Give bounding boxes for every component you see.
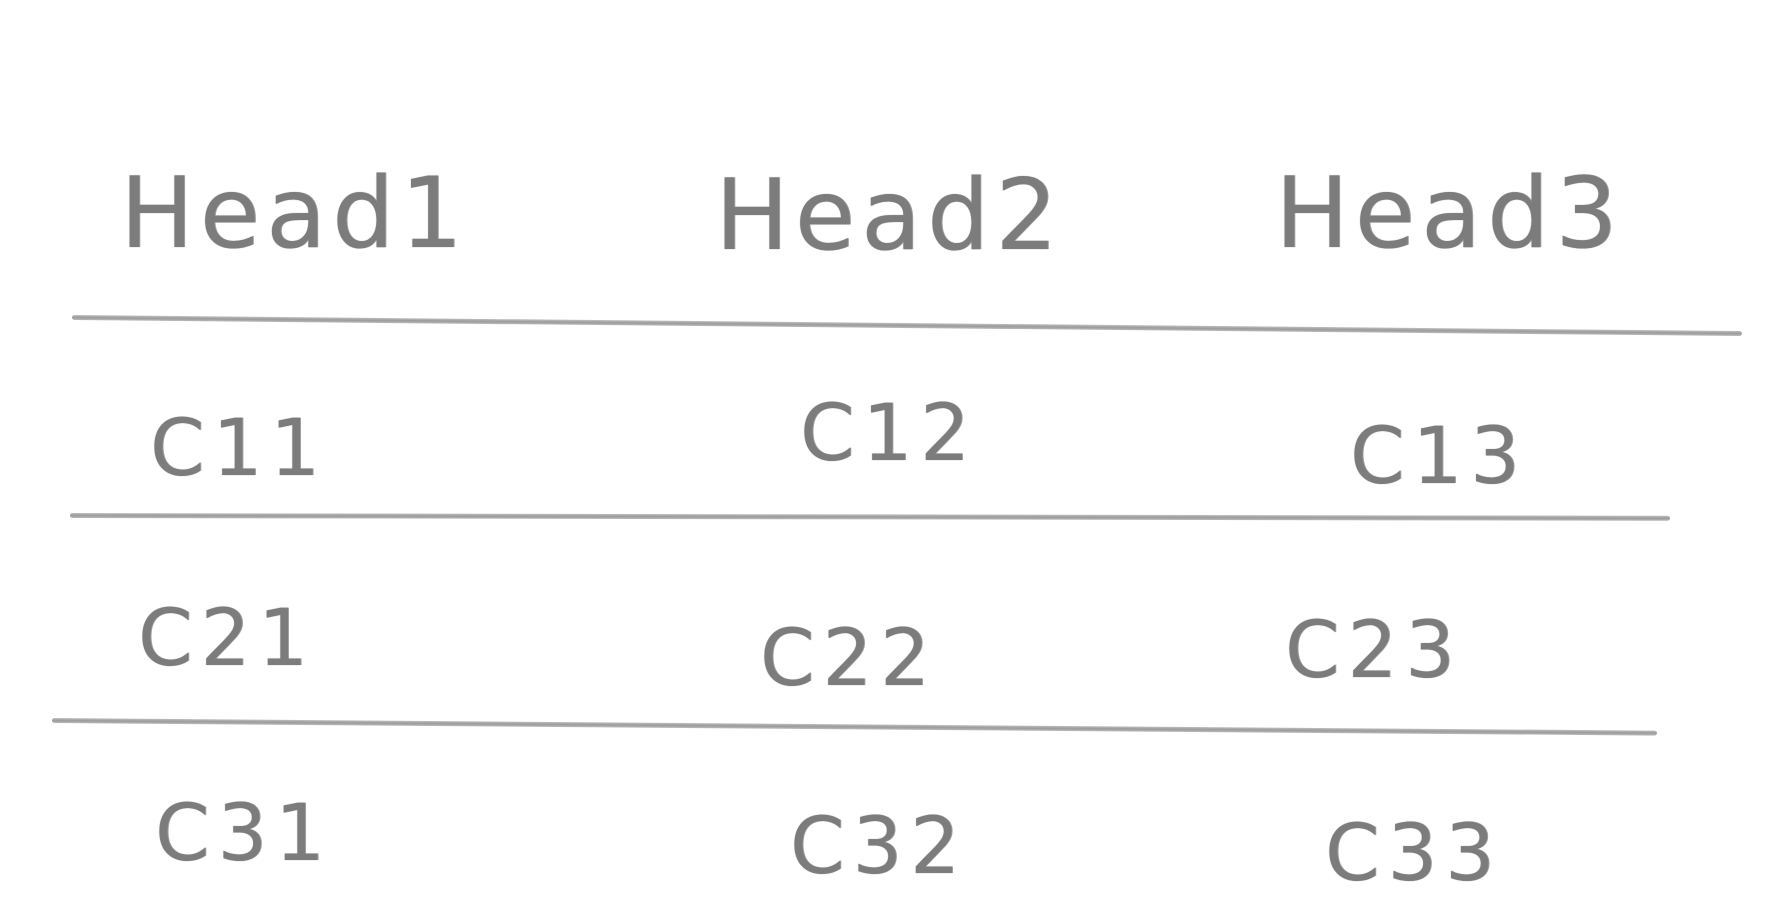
cell-r2-c2: C22 bbox=[760, 614, 938, 704]
cell-r1-c3: C13 bbox=[1350, 412, 1528, 502]
header-cell-3: Head3 bbox=[1275, 157, 1624, 271]
cell-r2-c1: C21 bbox=[138, 594, 316, 684]
row-divider-line-2 bbox=[51, 718, 1657, 736]
cell-r3-c2: C32 bbox=[790, 802, 968, 892]
cell-r2-c3: C23 bbox=[1285, 606, 1463, 696]
header-divider-line bbox=[71, 315, 1742, 337]
cell-r1-c2: C12 bbox=[800, 389, 978, 479]
cell-r1-c1: C11 bbox=[150, 404, 328, 494]
row-divider-line-1 bbox=[69, 513, 1671, 521]
header-cell-1: Head1 bbox=[120, 157, 469, 271]
cell-r3-c3: C33 bbox=[1325, 809, 1503, 899]
cell-r3-c1: C31 bbox=[155, 789, 333, 879]
header-cell-2: Head2 bbox=[715, 159, 1064, 273]
